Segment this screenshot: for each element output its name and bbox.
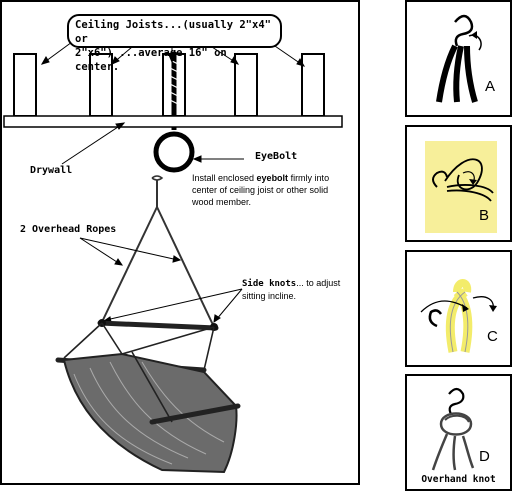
- knot-step-c-illustration: [420, 279, 497, 353]
- side-knots-label: Side knots... to adjust sitting incline.: [242, 277, 352, 302]
- hanging-chair-seat: [55, 319, 241, 474]
- panel-letter-d: D: [479, 448, 490, 465]
- overhead-ropes-label: 2 Overhead Ropes: [20, 224, 117, 235]
- knot-step-a-illustration: [436, 14, 482, 103]
- overhand-knot-caption: Overhand knot: [421, 474, 496, 485]
- knot-step-b-illustration: [425, 141, 497, 233]
- drywall-label: Drywall: [30, 165, 73, 176]
- panel-letter-c: C: [487, 328, 498, 345]
- rope-arrows: [79, 237, 243, 324]
- side-knots-rest: ... to adjust sitting incline.: [242, 278, 341, 301]
- knot-step-panel-a: A: [405, 0, 512, 117]
- hanging-chair-illustration: [3, 41, 343, 474]
- joist-1: [13, 53, 37, 117]
- knot-step-panel-b: B: [405, 125, 512, 242]
- panel-letter-a: A: [485, 78, 496, 95]
- joist-5: [301, 53, 325, 117]
- callout-line-2: 2"x6") ...average 16" on center.: [75, 47, 227, 73]
- eyebolt-label: EyeBolt: [255, 151, 298, 162]
- callout-arrows: [40, 41, 306, 165]
- eyebolt-ring: [153, 131, 195, 173]
- knot-step-panel-d: D Overhand knot: [405, 374, 512, 491]
- side-knots-bold: Side knots: [242, 279, 297, 289]
- knot-step-panel-c: C: [405, 250, 512, 367]
- install-text-bold: eyebolt: [256, 173, 289, 183]
- hanging-chair-diagram-panel: Ceiling Joists...(usually 2"x4" or 2"x6"…: [0, 0, 360, 485]
- knot-step-d-illustration: [431, 387, 475, 471]
- eyebolt-instructions: Install enclosed eyebolt firmly into cen…: [192, 172, 342, 208]
- callout-line-1: Ceiling Joists...(usually 2"x4" or: [75, 19, 271, 45]
- install-text-pre: Install enclosed: [192, 173, 257, 183]
- install-text-post: firmly into center of ceiling joist or o…: [192, 173, 330, 207]
- ceiling-joists-callout: Ceiling Joists...(usually 2"x4" or 2"x6"…: [67, 14, 282, 73]
- overhead-ropes: [101, 175, 215, 328]
- drywall-board: [3, 115, 343, 128]
- panel-letter-b: B: [479, 207, 490, 224]
